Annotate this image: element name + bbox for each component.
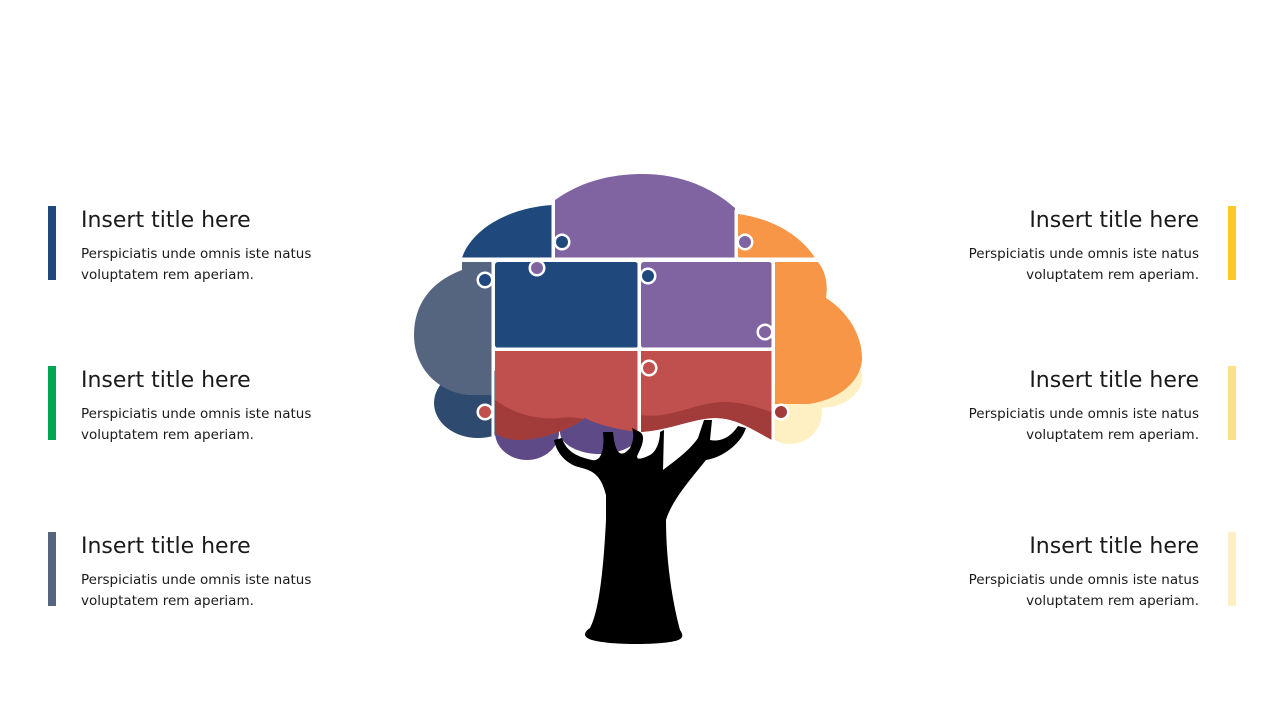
text-block-left-2: Insert title here Perspiciatis unde omni… bbox=[48, 366, 381, 446]
tree-piece-top-purple bbox=[555, 174, 735, 258]
block-body: Perspiciatis unde omnis iste natus volup… bbox=[81, 246, 312, 283]
block-title: Insert title here bbox=[81, 368, 251, 393]
knob bbox=[643, 362, 655, 374]
tree-piece-top-right-orange bbox=[738, 214, 815, 258]
knob bbox=[739, 236, 751, 248]
tree-piece-right-orange bbox=[775, 262, 862, 404]
block-body: Perspiciatis unde omnis iste natus volup… bbox=[81, 406, 312, 443]
tree-piece-inner-navy bbox=[495, 262, 638, 348]
block-title: Insert title here bbox=[81, 534, 251, 559]
text-block-left-1: Insert title here Perspiciatis unde omni… bbox=[48, 206, 381, 286]
knob bbox=[759, 326, 771, 338]
accent-bar bbox=[1228, 532, 1236, 606]
block-title: Insert title here bbox=[1029, 534, 1199, 559]
puzzle-seams bbox=[460, 205, 820, 440]
text-block-right-2: Insert title here Perspiciatis unde omni… bbox=[899, 366, 1236, 446]
accent-bar bbox=[48, 532, 56, 606]
text-block-left-3: Insert title here Perspiciatis unde omni… bbox=[48, 532, 381, 612]
accent-bar bbox=[1228, 206, 1236, 280]
block-title: Insert title here bbox=[1029, 368, 1199, 393]
accent-bar bbox=[48, 206, 56, 280]
tree-trunk bbox=[554, 420, 746, 645]
puzzle-tree-illustration bbox=[414, 174, 862, 645]
block-body: Perspiciatis unde omnis iste natus volup… bbox=[968, 246, 1199, 283]
accent-bar bbox=[1228, 366, 1236, 440]
accent-bar bbox=[48, 366, 56, 440]
tree-piece-top-left-navy bbox=[462, 205, 552, 258]
block-body: Perspiciatis unde omnis iste natus volup… bbox=[968, 406, 1199, 443]
block-title: Insert title here bbox=[81, 208, 251, 233]
block-body: Perspiciatis unde omnis iste natus volup… bbox=[81, 572, 312, 609]
tree-piece-inner-purple bbox=[641, 262, 772, 348]
knob bbox=[642, 270, 654, 282]
knob bbox=[531, 262, 543, 274]
knob bbox=[775, 406, 787, 418]
text-block-right-1: Insert title here Perspiciatis unde omni… bbox=[899, 206, 1236, 286]
knob bbox=[556, 236, 568, 248]
tree-red-wave-left bbox=[495, 400, 585, 440]
text-block-right-3: Insert title here Perspiciatis unde omni… bbox=[899, 532, 1236, 612]
knob bbox=[479, 274, 491, 286]
block-body: Perspiciatis unde omnis iste natus volup… bbox=[968, 572, 1199, 609]
tree-red-wave-right bbox=[641, 401, 772, 440]
block-title: Insert title here bbox=[1029, 208, 1199, 233]
knob bbox=[479, 406, 491, 418]
tree-piece-left-slate bbox=[414, 262, 493, 395]
